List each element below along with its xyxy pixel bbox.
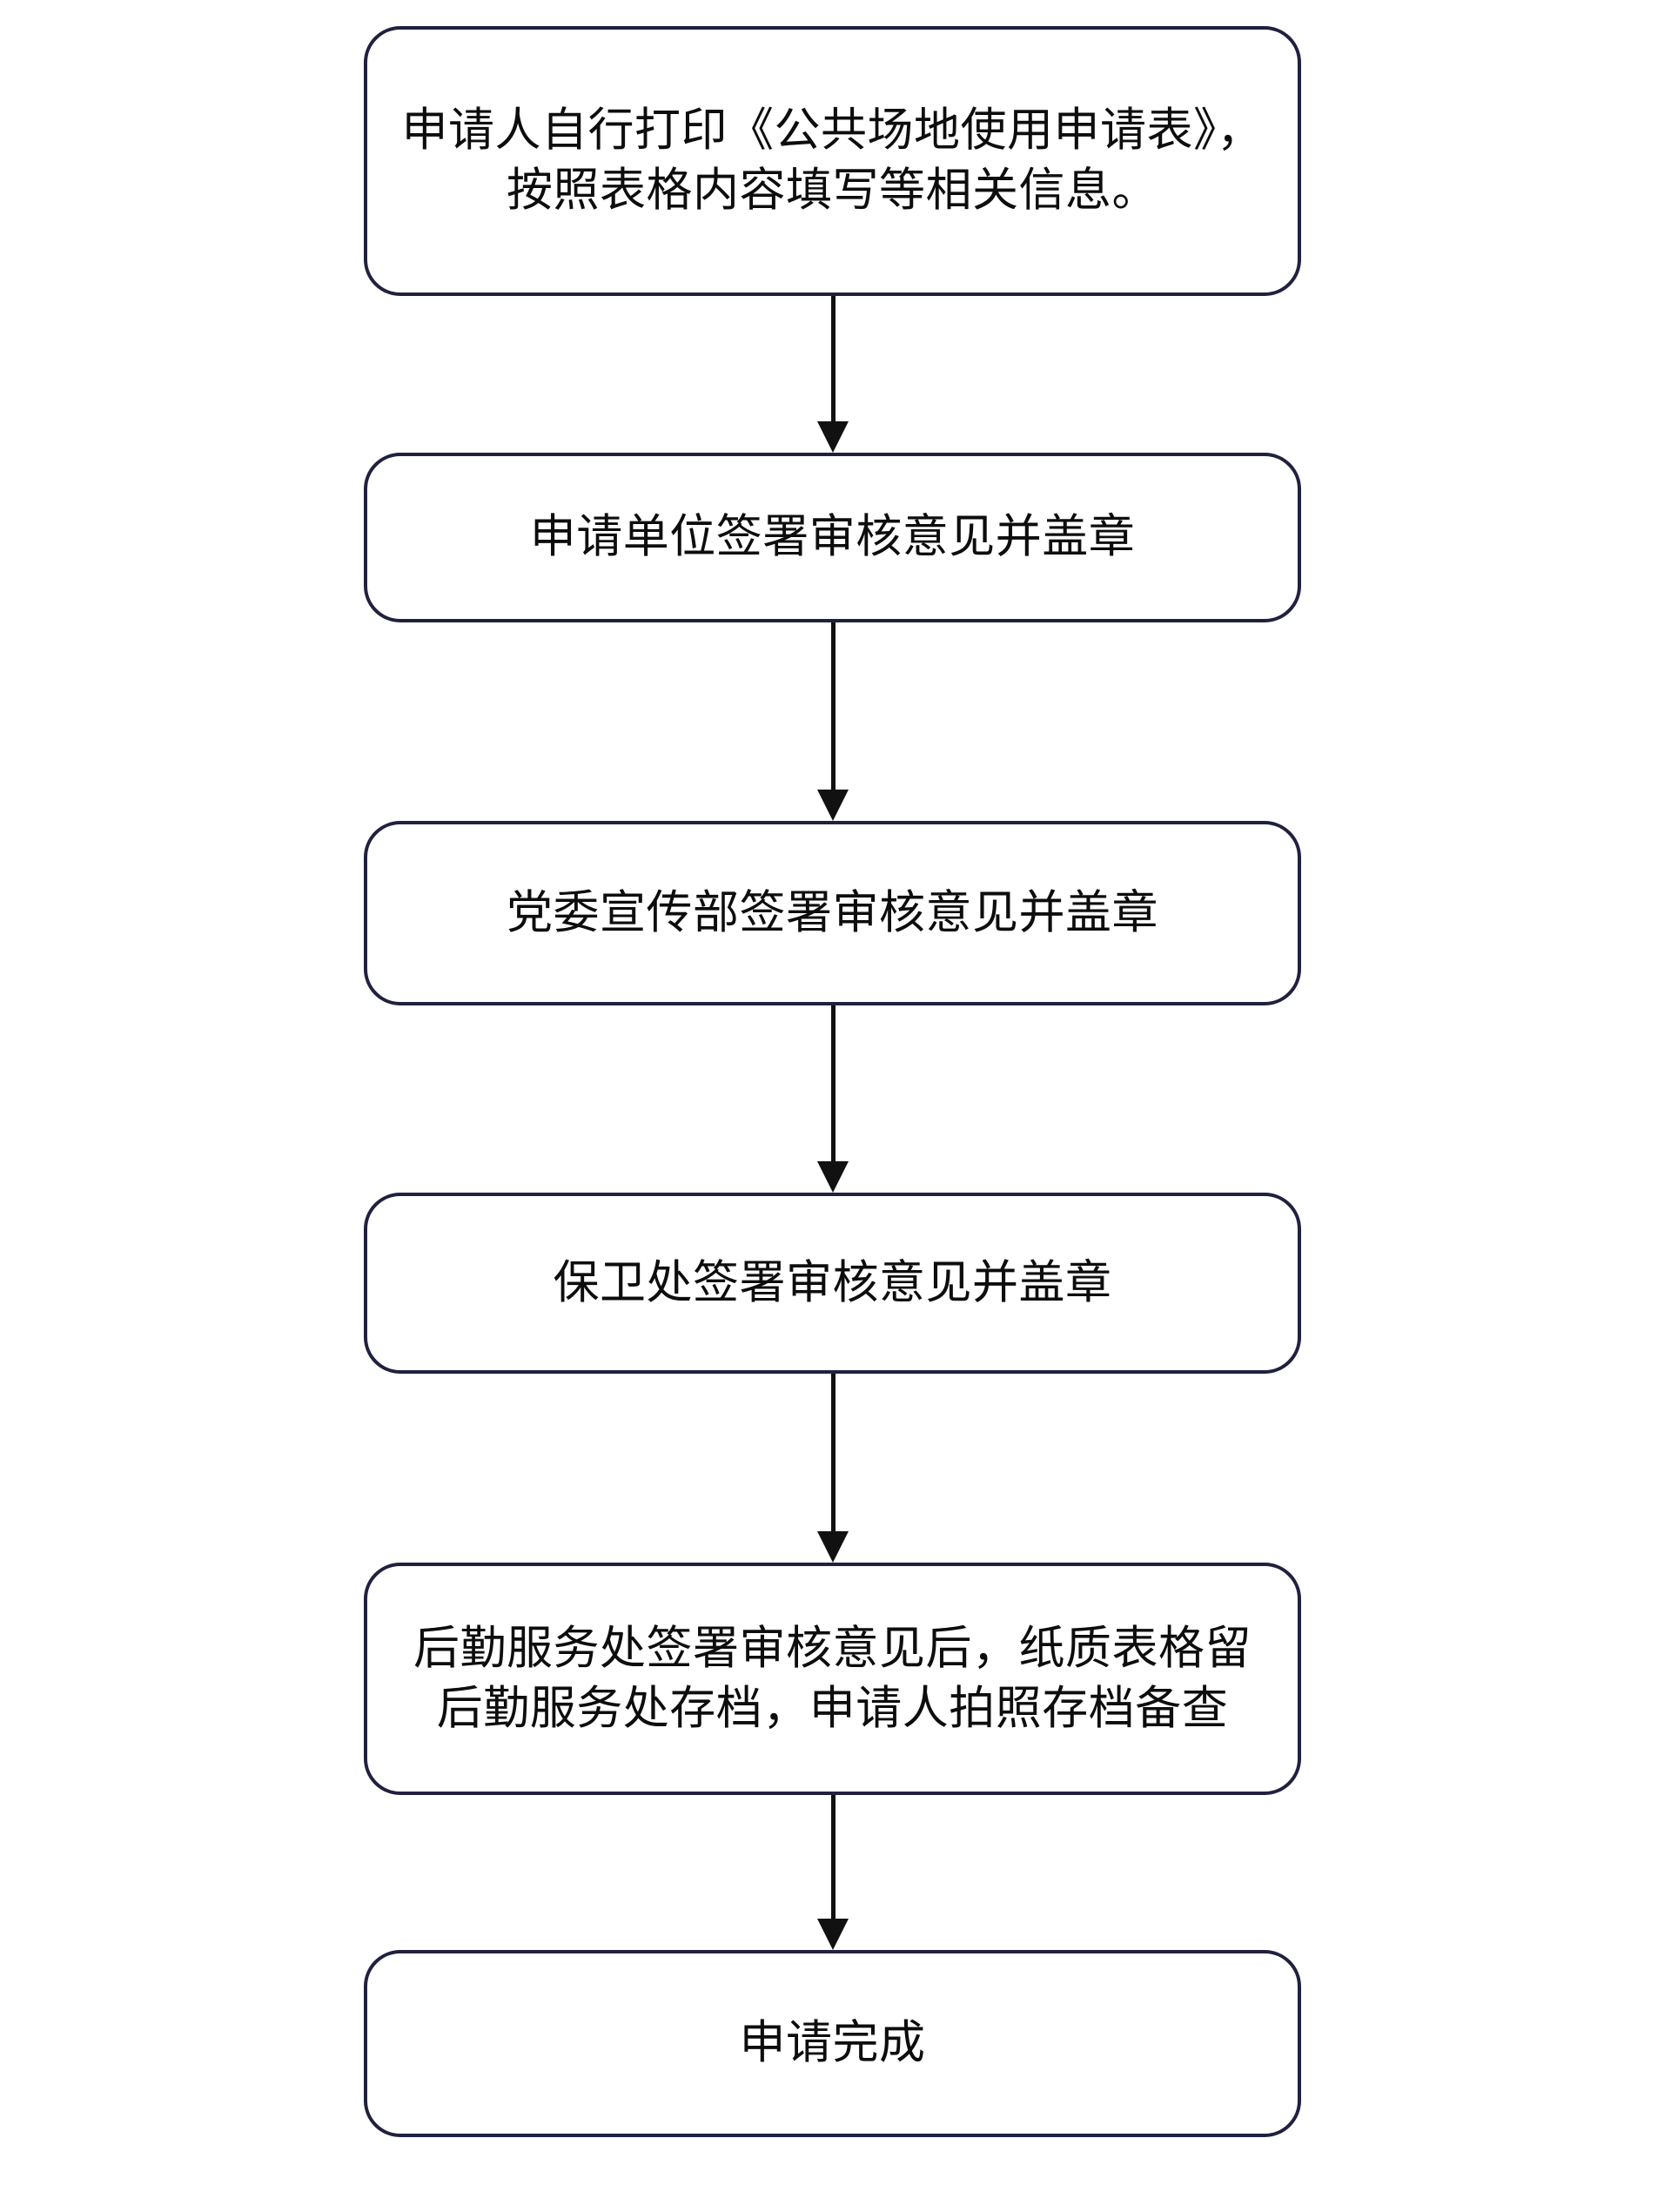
flow-node-label: 保卫处签署审核意见并盖章 (553, 1255, 1112, 1309)
arrow-shaft (831, 296, 836, 423)
flow-arrow-node2-to-node3 (817, 622, 849, 821)
arrowhead-down-icon (817, 1161, 849, 1193)
arrow-shaft (831, 622, 836, 791)
arrowhead-down-icon (817, 1919, 849, 1950)
flow-node-party-publicity-dept-review[interactable]: 党委宣传部签署审核意见并盖章 (364, 821, 1301, 1005)
arrow-shaft (831, 1005, 836, 1163)
flow-node-logistics-office-archive[interactable]: 后勤服务处签署审核意见后，纸质表格留后勤服务处存档，申请人拍照存档备查 (364, 1563, 1301, 1795)
flow-arrow-node5-to-node6 (817, 1795, 849, 1950)
flow-arrow-node1-to-node2 (817, 296, 849, 453)
flow-arrow-node4-to-node5 (817, 1374, 849, 1563)
arrow-shaft (831, 1374, 836, 1533)
flow-node-application-complete[interactable]: 申请完成 (364, 1950, 1301, 2137)
flow-node-label: 后勤服务处签署审核意见后，纸质表格留后勤服务处存档，申请人拍照存档备查 (413, 1621, 1252, 1735)
flow-node-label: 党委宣传部签署审核意见并盖章 (507, 885, 1158, 939)
flow-node-applicant-unit-review[interactable]: 申请单位签署审核意见并盖章 (364, 453, 1301, 622)
flow-node-security-office-review[interactable]: 保卫处签署审核意见并盖章 (364, 1193, 1301, 1374)
arrow-shaft (831, 1795, 836, 1920)
flow-node-label: 申请单位签署审核意见并盖章 (529, 510, 1136, 564)
arrowhead-down-icon (817, 1531, 849, 1563)
flow-arrow-node3-to-node4 (817, 1005, 849, 1193)
flow-node-label: 申请完成 (739, 2016, 926, 2070)
flow-node-label: 申请人自行打印《公共场地使用申请表》，按照表格内容填写等相关信息。 (401, 104, 1264, 217)
arrowhead-down-icon (817, 421, 849, 453)
flow-node-print-application-form[interactable]: 申请人自行打印《公共场地使用申请表》，按照表格内容填写等相关信息。 (364, 26, 1301, 296)
arrowhead-down-icon (817, 790, 849, 821)
